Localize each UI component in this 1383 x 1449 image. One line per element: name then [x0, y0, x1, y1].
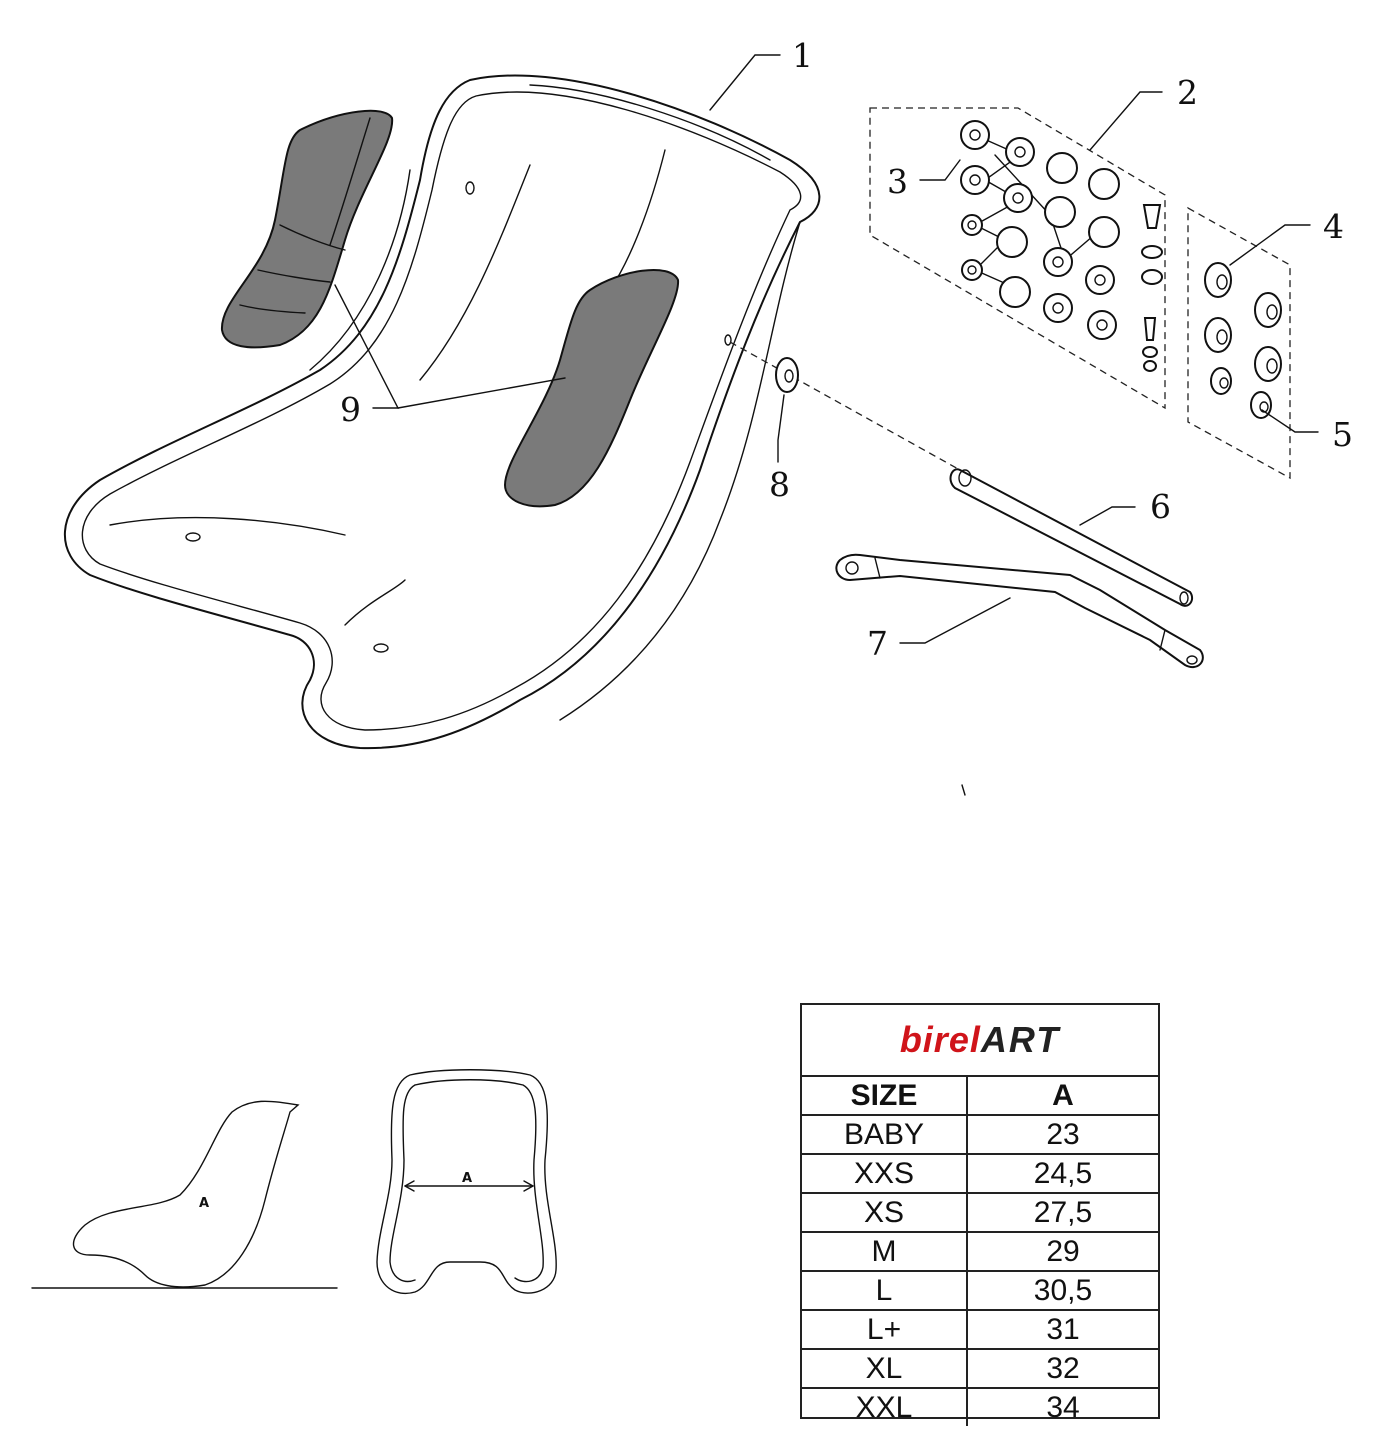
hardware-kit — [960, 120, 1163, 372]
strut-7 — [835, 553, 1204, 669]
callout-2: 2 — [1177, 73, 1198, 112]
callout-6: 6 — [1150, 487, 1171, 526]
callout-5: 5 — [1332, 415, 1353, 454]
spacers-kit-outline — [1187, 206, 1291, 480]
strut-6 — [949, 468, 1194, 607]
callout-9: 9 — [340, 390, 361, 429]
size-cell: M — [802, 1231, 968, 1271]
side-dimension-label: A — [199, 1196, 209, 1211]
callout-4: 4 — [1323, 207, 1344, 246]
brand-logo: birelART — [899, 1019, 1061, 1060]
spacers — [1204, 262, 1282, 419]
size-cell: XXL — [802, 1387, 968, 1426]
size-cell: XXS — [802, 1153, 968, 1193]
size-column-header: SIZE — [802, 1077, 968, 1115]
size-cell: BABY — [802, 1114, 968, 1154]
table-row: L+31 — [802, 1309, 1158, 1349]
a-value-cell: 23 — [967, 1114, 1158, 1154]
front-dimension-label: A — [462, 1171, 472, 1186]
a-column-header: A — [1052, 1079, 1074, 1112]
a-value-cell: 24,5 — [967, 1153, 1158, 1193]
size-cell: L — [802, 1270, 968, 1310]
a-value-cell: 27,5 — [967, 1192, 1158, 1232]
a-value-cell: 29 — [967, 1231, 1158, 1271]
callout-labels: 1 2 3 4 5 6 7 8 9 — [340, 36, 1353, 663]
callout-3: 3 — [887, 162, 908, 201]
a-value-cell: 32 — [967, 1348, 1158, 1388]
callout-8: 8 — [769, 465, 790, 504]
washer — [729, 341, 961, 471]
a-value-cell: 30,5 — [967, 1270, 1158, 1310]
brand-logo-cell: birelART — [802, 1005, 1158, 1077]
hardware-kit-outline — [869, 107, 1166, 410]
seat-front-view: A — [376, 1069, 557, 1295]
size-cell: XS — [802, 1192, 968, 1232]
callout-7: 7 — [867, 624, 888, 663]
table-header-row: SIZE A — [802, 1077, 1158, 1115]
side-pads — [220, 109, 680, 508]
leader-lines — [334, 54, 1319, 796]
seat-side-view: A — [31, 1100, 338, 1289]
callout-1: 1 — [792, 36, 813, 75]
size-cell: L+ — [802, 1309, 968, 1349]
a-value-cell: 31 — [967, 1309, 1158, 1349]
a-value-cell: 34 — [967, 1387, 1158, 1426]
seat-shell — [64, 74, 821, 750]
size-cell: XL — [802, 1348, 968, 1388]
